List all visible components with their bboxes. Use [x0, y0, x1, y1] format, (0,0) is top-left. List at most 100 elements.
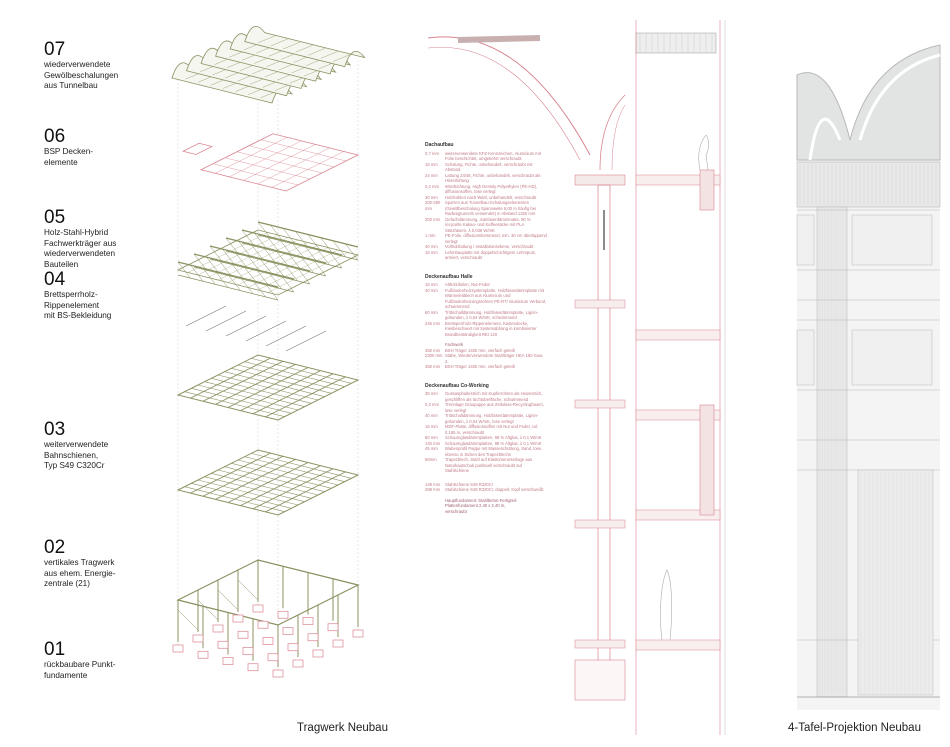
layer-description: BSP Decken- elemente	[44, 147, 93, 167]
rib-line	[265, 325, 307, 347]
layer-04-rib-element	[185, 305, 327, 352]
truss-diagonal	[190, 264, 204, 282]
spec-subtitle: Fachwerk	[445, 342, 464, 347]
vault-section-outer	[427, 36, 591, 156]
layer-description: vertikales Tragwerk aus ehem. Energie- z…	[44, 558, 116, 588]
layer-03-rails-grid	[176, 354, 360, 421]
rib-line	[185, 305, 227, 327]
layer-description: weiterverwendete Bahnschienen, Typ S49 C…	[44, 440, 109, 470]
vault-rib	[295, 44, 313, 53]
footing	[197, 650, 209, 659]
truss-diagonal	[320, 237, 334, 254]
truss-diagonal	[297, 267, 311, 285]
spec-thickness: 30 mm	[425, 194, 438, 200]
truss-diagonal	[281, 275, 295, 293]
truss-diagonal	[215, 271, 229, 288]
cladding-panel	[857, 469, 934, 696]
spec-thickness: 24 mm	[425, 172, 438, 178]
layer-05-trusses	[176, 221, 360, 301]
caption-projection: 4-Tafel-Projektion Neubau	[788, 722, 921, 734]
spec-thickness: 200 mm	[425, 216, 441, 222]
spec-material: Schaumglasdämmplatten, 98 % Altglas, λ 0…	[445, 440, 542, 446]
spec-material: Schaumglasdämmplatten, 98 % Altglas, λ 0…	[445, 435, 542, 440]
footing	[217, 640, 229, 649]
spec-material: Brettsperrholz-Rippenelement, Kastendeck…	[445, 320, 537, 337]
vault-crown	[457, 35, 541, 43]
spec-material: PE-Folie, diffusionshemmend, min. 30 cm …	[445, 233, 547, 244]
spec-thickness: 298 mm	[425, 487, 441, 492]
rail	[252, 468, 334, 510]
truss-diagonal	[238, 240, 252, 258]
arch-highlight	[808, 53, 941, 161]
floor-slab	[574, 299, 626, 309]
footing	[257, 620, 269, 629]
layer-number: 03	[44, 419, 66, 440]
truss-diagonal	[282, 228, 296, 245]
layer-03-rails-grid	[176, 449, 360, 516]
purlin	[267, 252, 349, 293]
spec-thickness: 45 mm	[425, 446, 438, 451]
floor-slab	[574, 399, 626, 409]
pilaster	[816, 206, 848, 698]
spec-material: weiterverwendete KFZ-Kennzeichen, Alumin…	[445, 150, 541, 162]
spec-material: Sparren aus Tunnelbau-Schalungselementen…	[445, 200, 537, 216]
bracing	[197, 599, 219, 621]
footing	[272, 669, 284, 678]
purlin	[197, 234, 279, 276]
caption-structure: Tragwerk Neubau	[297, 722, 388, 734]
truss-diagonal	[275, 250, 289, 267]
truss-diagonal	[316, 248, 330, 266]
vault-rib	[270, 38, 288, 47]
spec-material: Stahlschiene S49 R320Cr, doppelt, Kopf v…	[445, 487, 544, 492]
spec-thickness: 40 mm	[425, 413, 438, 418]
footing	[307, 633, 319, 642]
truss-diagonal	[284, 264, 298, 282]
truss-diagonal	[254, 232, 268, 250]
window-panel	[796, 329, 815, 386]
rail	[240, 465, 321, 507]
truss-diagonal	[240, 277, 254, 294]
spec-thickness: 350 mm	[425, 347, 441, 353]
truss-diagonal	[295, 231, 309, 248]
truss-diagonal	[247, 255, 261, 272]
footing	[302, 617, 314, 625]
vault-arches	[796, 44, 941, 161]
footing	[332, 639, 344, 648]
person-figure	[698, 134, 709, 171]
spec-row: 200-290 mm Sparren aus Tunnelbau-Schalung…	[425, 200, 547, 217]
layer-description: rückbaubare Punkt- fundamente	[44, 660, 116, 680]
footing	[267, 653, 279, 662]
spec-thickness: 60 mm	[425, 435, 438, 440]
truss-diagonal	[291, 242, 305, 259]
truss-diagonal	[279, 239, 293, 256]
spec-thickness: 1 mm	[425, 233, 436, 238]
truss-diagonal	[243, 266, 257, 283]
spec-foundation: Hauptfundament: Stahlbeton-Fertigteil-Pl…	[445, 497, 518, 514]
rail	[227, 367, 309, 408]
vault-rib	[308, 48, 326, 56]
bracing	[177, 609, 199, 631]
truss-diagonal	[263, 247, 277, 264]
purlin	[187, 232, 269, 273]
truss-diagonal	[250, 244, 264, 261]
truss-diagonal	[270, 224, 284, 242]
spec-thickness: 245 mm	[425, 320, 441, 326]
spec-thickness: 350 mm	[425, 364, 441, 369]
footing	[172, 644, 184, 653]
spec-thickness: 200-290 mm	[425, 200, 441, 211]
rail	[202, 455, 284, 497]
spec-material: Lehmbauplatte mit doppelschichtigem Lehm…	[445, 249, 537, 261]
truss-diagonal	[234, 252, 248, 269]
truss-diagonal	[300, 256, 314, 274]
